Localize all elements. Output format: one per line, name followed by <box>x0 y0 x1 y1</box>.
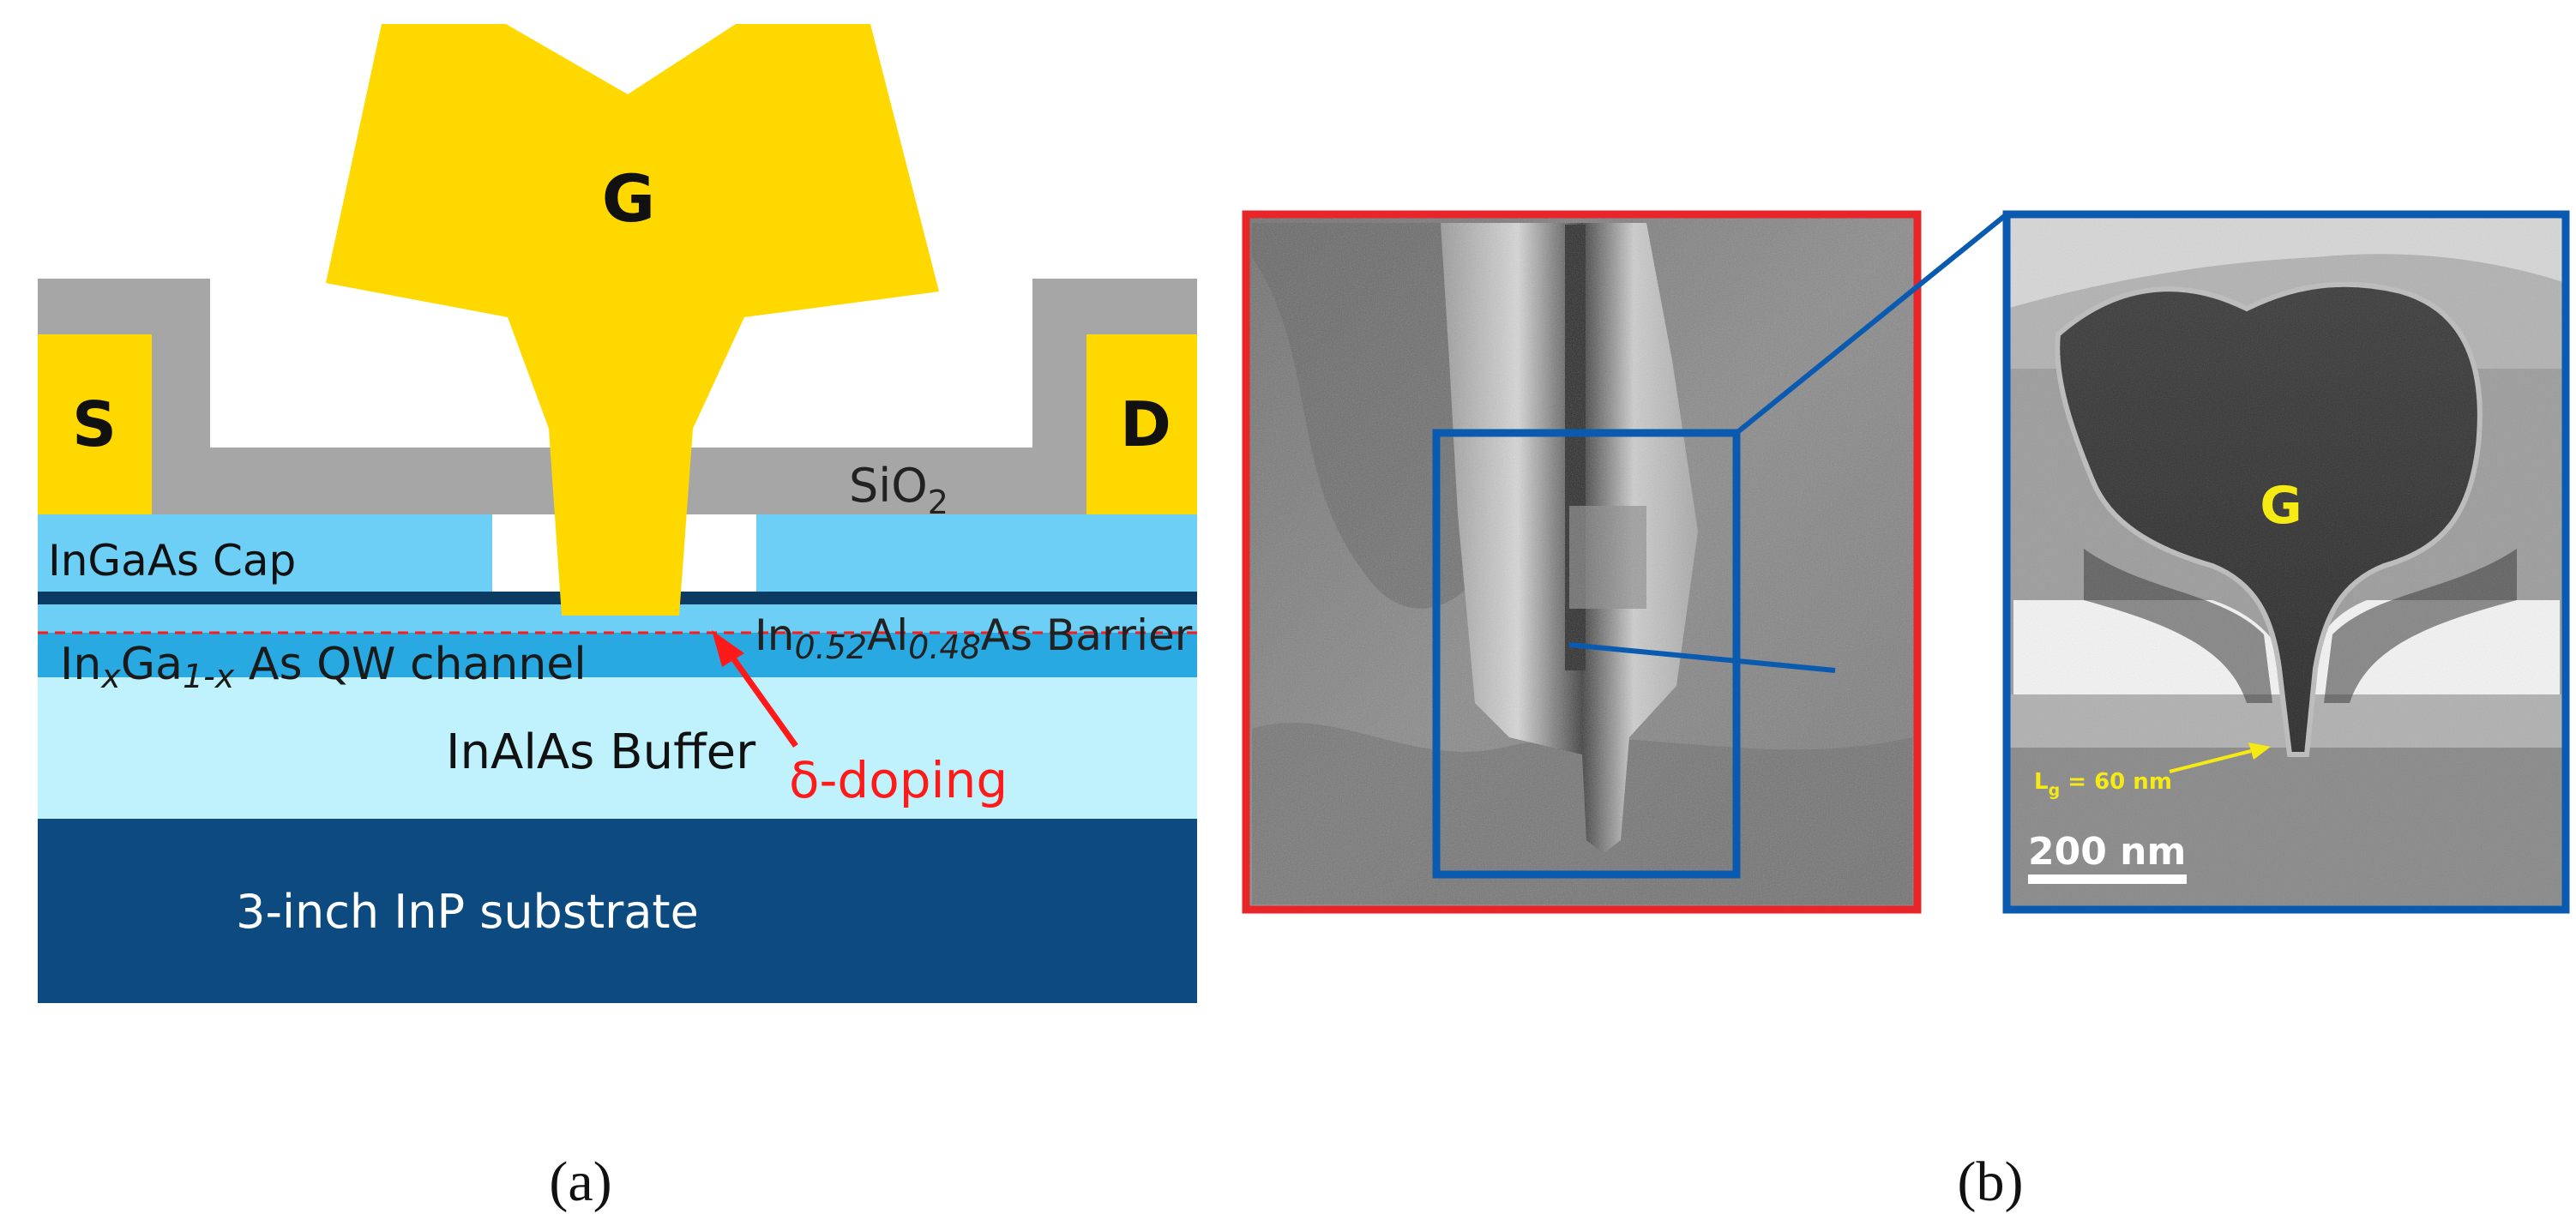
zoom-connector-top <box>1735 212 2008 436</box>
drain-label: D <box>1120 388 1171 460</box>
gate-length-label: Lg = 60 nm <box>2034 769 2172 800</box>
pointer-line <box>1568 642 1836 673</box>
panel-a-cross-section: 3-inch InP substrate InAlAs Buffer InGaA… <box>38 24 1197 1003</box>
gate-length-arrow <box>2169 742 2271 773</box>
cap-layer-right <box>756 514 1197 592</box>
substrate-label: 3-inch InP substrate <box>236 885 699 939</box>
cap-label: InGaAs Cap <box>48 536 296 586</box>
oxide-layer <box>38 279 1197 514</box>
cap-layer-left <box>38 514 492 592</box>
channel-label: InxGa1-x As QW channel <box>60 639 587 695</box>
doping-label: δ-doping <box>789 751 1008 809</box>
gate-label: G <box>602 160 655 237</box>
caption-b: (b) <box>1958 1151 2024 1213</box>
tem-gate-label: G <box>2260 476 2302 536</box>
panel-b-micrographs: G Lg = 60 nm 200 nm <box>1242 210 2570 914</box>
caption-a: (a) <box>549 1151 611 1213</box>
zoom-region-box <box>1432 429 1741 879</box>
buffer-layer <box>38 677 1197 819</box>
buffer-label: InAlAs Buffer <box>446 724 756 780</box>
doping-arrow <box>712 630 798 748</box>
source-label: S <box>72 388 117 460</box>
sem-frame <box>1242 210 1922 914</box>
channel-layer <box>38 633 1197 677</box>
scale-bar-label: 200 nm <box>2028 830 2186 874</box>
tem-image <box>2007 214 2566 910</box>
sem-image <box>1246 214 1917 910</box>
substrate-layer <box>38 819 1197 1003</box>
source-contact <box>38 334 152 514</box>
barrier-label: In0.52Al0.48As Barrier <box>755 610 1193 666</box>
scale-bar <box>2028 874 2187 884</box>
oxide-label: SiO2 <box>849 459 948 521</box>
tem-frame <box>2002 210 2570 914</box>
t-gate <box>326 24 939 616</box>
drain-contact <box>1086 334 1197 514</box>
